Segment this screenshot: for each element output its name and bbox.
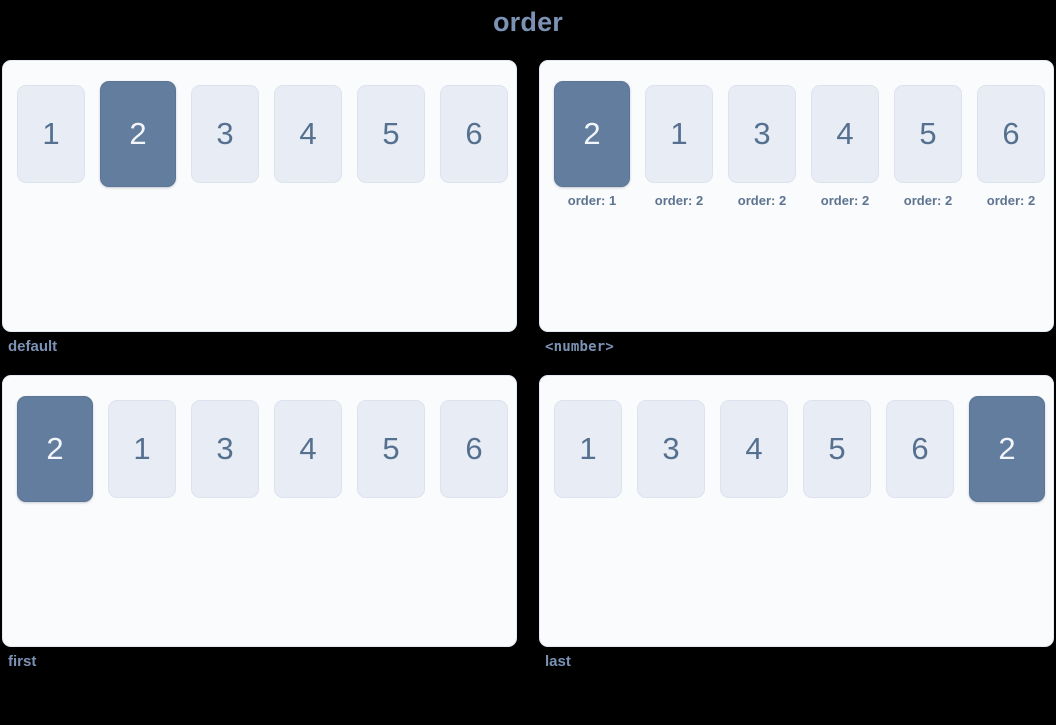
demo-panel-number: 2 order: 1 1 order: 2 3 order: 2 4 order: 2 5 ord… bbox=[539, 60, 1054, 332]
tile-wrapper: 2 bbox=[17, 396, 93, 502]
tile-wrapper: 3 bbox=[191, 400, 259, 498]
tile[interactable]: 5 bbox=[357, 400, 425, 498]
tile[interactable]: 6 bbox=[440, 85, 508, 183]
tile-wrapper: 2 bbox=[100, 81, 176, 187]
tile-order-note: order: 1 bbox=[567, 193, 617, 208]
panel-caption-number: <number> bbox=[545, 339, 615, 355]
tile[interactable]: 3 bbox=[191, 400, 259, 498]
tile-wrapper: 5 order: 2 bbox=[894, 85, 962, 208]
tile-wrapper: 3 bbox=[637, 400, 705, 498]
tile[interactable]: 4 bbox=[811, 85, 879, 183]
tile[interactable]: 3 bbox=[728, 85, 796, 183]
tile-wrapper: 5 bbox=[357, 85, 425, 183]
page-title: order bbox=[492, 7, 564, 37]
tile-wrapper: 6 bbox=[440, 400, 508, 498]
tile-wrapper: 6 bbox=[440, 85, 508, 183]
tile-wrapper: 6 order: 2 bbox=[977, 85, 1045, 208]
tile[interactable]: 1 bbox=[554, 400, 622, 498]
tile[interactable]: 1 bbox=[645, 85, 713, 183]
panel-cell-number: 2 order: 1 1 order: 2 3 order: 2 4 order: 2 5 ord… bbox=[539, 60, 1054, 358]
tile-wrapper: 3 bbox=[191, 85, 259, 183]
tile-wrapper: 1 bbox=[108, 400, 176, 498]
tile[interactable]: 3 bbox=[191, 85, 259, 183]
tile-wrapper: 2 bbox=[969, 396, 1045, 502]
tile-wrapper: 4 bbox=[720, 400, 788, 498]
tile-order-note: order: 2 bbox=[903, 193, 953, 208]
tile-active[interactable]: 2 bbox=[969, 396, 1045, 502]
tile-wrapper: 4 order: 2 bbox=[811, 85, 879, 208]
tile[interactable]: 6 bbox=[440, 400, 508, 498]
tile-wrapper: 2 order: 1 bbox=[554, 81, 630, 208]
tile[interactable]: 5 bbox=[894, 85, 962, 183]
tile-active[interactable]: 2 bbox=[100, 81, 176, 187]
tile-order-note: order: 2 bbox=[737, 193, 787, 208]
tile-row: 2 order: 1 1 order: 2 3 order: 2 4 order: 2 5 ord… bbox=[554, 81, 1045, 208]
tile[interactable]: 4 bbox=[274, 85, 342, 183]
tile[interactable]: 5 bbox=[357, 85, 425, 183]
tile-wrapper: 1 bbox=[554, 400, 622, 498]
tile-wrapper: 1 bbox=[17, 85, 85, 183]
tile-wrapper: 3 order: 2 bbox=[728, 85, 796, 208]
tile-order-note: order: 2 bbox=[654, 193, 704, 208]
tile[interactable]: 4 bbox=[274, 400, 342, 498]
tile-active[interactable]: 2 bbox=[17, 396, 93, 502]
tile-wrapper: 5 bbox=[803, 400, 871, 498]
panel-caption-default: default bbox=[8, 338, 58, 355]
panel-caption-first: first bbox=[8, 653, 37, 670]
tile[interactable]: 1 bbox=[17, 85, 85, 183]
tile-wrapper: 6 bbox=[886, 400, 954, 498]
tile[interactable]: 4 bbox=[720, 400, 788, 498]
tile-wrapper: 4 bbox=[274, 400, 342, 498]
tile[interactable]: 6 bbox=[886, 400, 954, 498]
tile[interactable]: 1 bbox=[108, 400, 176, 498]
panel-caption-last: last bbox=[545, 653, 571, 670]
tile-order-note: order: 2 bbox=[986, 193, 1036, 208]
tile-wrapper: 4 bbox=[274, 85, 342, 183]
tile[interactable]: 6 bbox=[977, 85, 1045, 183]
tile-wrapper: 5 bbox=[357, 400, 425, 498]
tile-order-note: order: 2 bbox=[820, 193, 870, 208]
tile-active[interactable]: 2 bbox=[554, 81, 630, 187]
tile-wrapper: 1 order: 2 bbox=[645, 85, 713, 208]
tile[interactable]: 3 bbox=[637, 400, 705, 498]
tile[interactable]: 5 bbox=[803, 400, 871, 498]
